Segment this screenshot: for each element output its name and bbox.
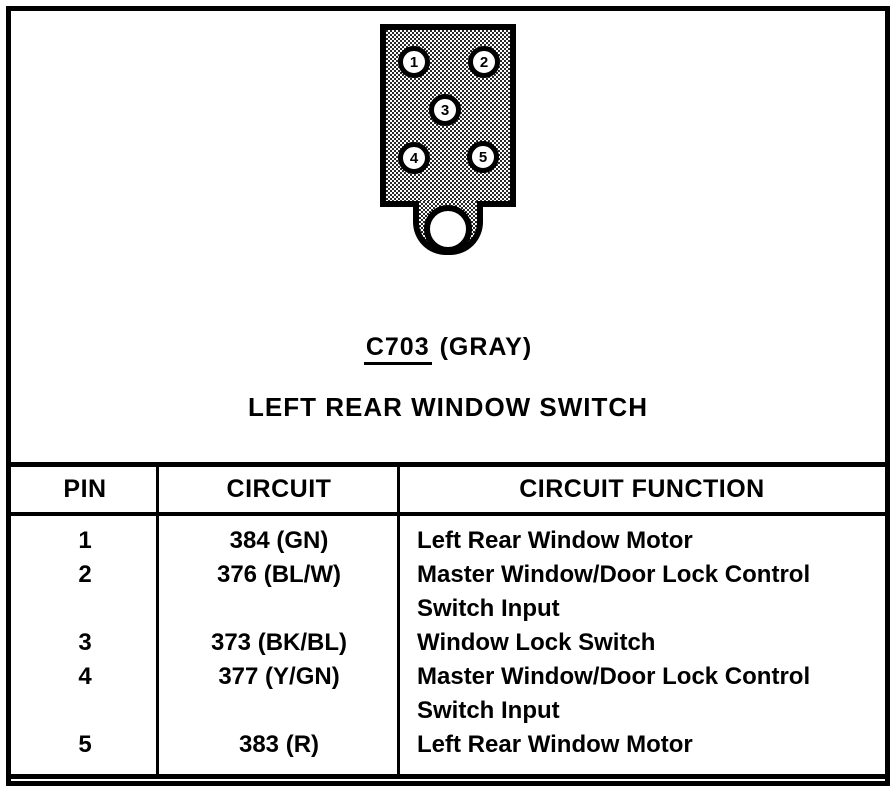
row-4-pin: 4 <box>78 663 92 690</box>
connector-color: (GRAY) <box>439 333 533 361</box>
table-body: 1 384 (GN) Left Rear Window Motor 2 376 (BL/… <box>11 516 885 762</box>
row-1-function: Left Rear Window Motor <box>417 527 693 554</box>
manual-page: 1 2 3 4 5 C703 (GRAY) LEFT REAR WINDOW S… <box>6 6 890 786</box>
row-2-pin: 2 <box>78 561 92 588</box>
pin-5: 5 <box>467 141 499 173</box>
row-4-circuit: 377 (Y/GN) <box>218 663 340 690</box>
row-3-circuit: 373 (BK/BL) <box>210 629 348 656</box>
header-circuit-function: CIRCUIT FUNCTION <box>519 475 765 503</box>
pin-1: 1 <box>398 46 430 78</box>
pin-5-label: 5 <box>478 148 488 166</box>
connector-title: LEFT REAR WINDOW SWITCH <box>248 392 648 422</box>
row-1-circuit: 384 (GN) <box>229 527 329 554</box>
pinout-table: PIN CIRCUIT CIRCUIT FUNCTION 1 384 (GN) Le… <box>11 462 885 779</box>
connector-id-line: C703 (GRAY) <box>11 333 885 365</box>
pin-1-label: 1 <box>409 53 419 71</box>
table-header-row: PIN CIRCUIT CIRCUIT FUNCTION <box>11 467 885 516</box>
header-pin: PIN <box>63 475 107 503</box>
connector-code: C703 <box>363 333 432 365</box>
row-3-pin: 3 <box>78 629 92 656</box>
row-5-circuit: 383 (R) <box>238 731 320 758</box>
column-divider-2 <box>397 467 400 774</box>
connector-body: 1 2 3 4 5 <box>380 24 516 207</box>
column-divider-1 <box>156 467 159 774</box>
row-2-function: Master Window/Door Lock Control Switch I… <box>417 561 811 622</box>
row-1-pin: 1 <box>78 527 92 554</box>
pin-3-label: 3 <box>440 101 450 119</box>
header-circuit: CIRCUIT <box>226 475 332 503</box>
pin-3: 3 <box>429 94 461 126</box>
row-4-function: Master Window/Door Lock Control Switch I… <box>417 663 811 724</box>
row-5-function: Left Rear Window Motor <box>417 731 693 758</box>
mounting-hole <box>424 205 472 253</box>
pin-2: 2 <box>468 46 500 78</box>
pin-4-label: 4 <box>409 149 419 167</box>
row-5-pin: 5 <box>78 731 92 758</box>
connector-mount-tab <box>413 201 483 255</box>
pin-2-label: 2 <box>479 53 489 71</box>
row-3-function: Window Lock Switch <box>417 629 656 656</box>
pin-4: 4 <box>398 142 430 174</box>
row-2-circuit: 376 (BL/W) <box>216 561 341 588</box>
